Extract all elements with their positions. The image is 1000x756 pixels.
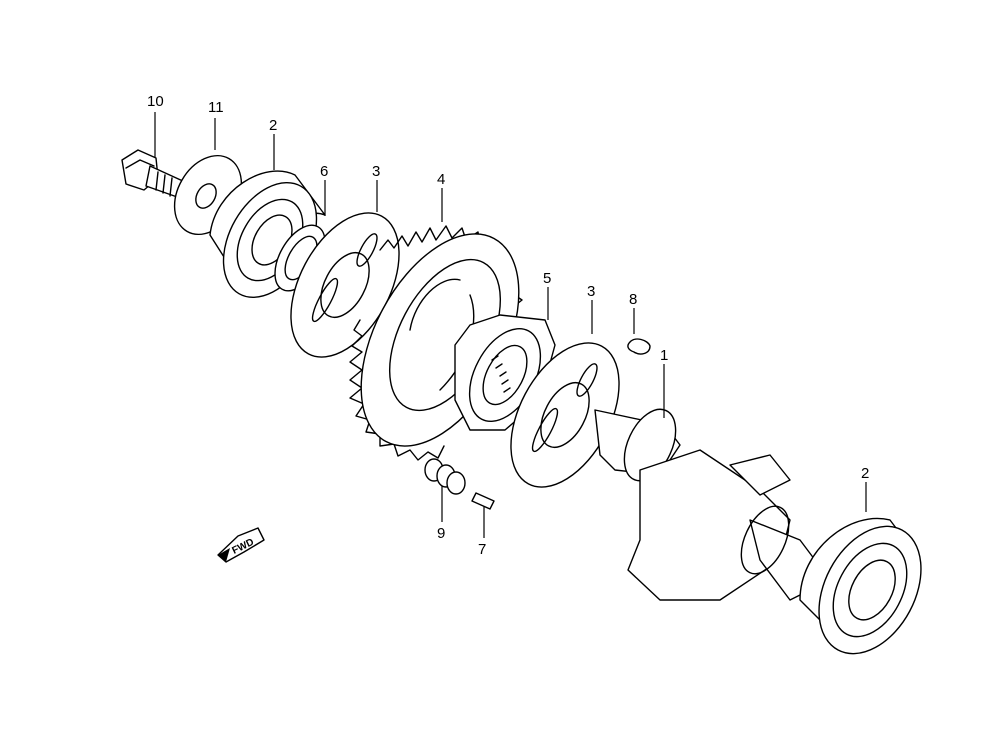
callout-2-lower: 2: [861, 465, 869, 482]
callouts: 10 11 2 6 3 4 5 3 8 1 2 9 7: [147, 93, 869, 558]
part-bolt: [121, 149, 186, 199]
callout-7: 7: [478, 541, 486, 558]
part-balancer-shaft: [594, 408, 831, 601]
fwd-arrow-icon: FWD: [217, 527, 265, 563]
callout-8: 8: [629, 291, 637, 308]
callout-3-upper: 3: [372, 163, 380, 180]
callout-1: 1: [660, 347, 668, 364]
callout-2-upper: 2: [269, 117, 277, 134]
callout-6: 6: [320, 163, 328, 180]
leader-lines: [154, 112, 867, 538]
part-key: [627, 338, 651, 355]
callout-11: 11: [208, 99, 224, 116]
callout-5: 5: [543, 270, 551, 287]
part-springs: [424, 458, 466, 495]
part-plate-upper: [290, 212, 400, 358]
callout-3-lower: 3: [587, 283, 595, 300]
part-pin: [471, 492, 495, 510]
callout-10: 10: [147, 93, 164, 110]
part-bearing-lower: [799, 517, 922, 655]
callout-9: 9: [437, 525, 445, 542]
callout-4: 4: [437, 171, 445, 188]
